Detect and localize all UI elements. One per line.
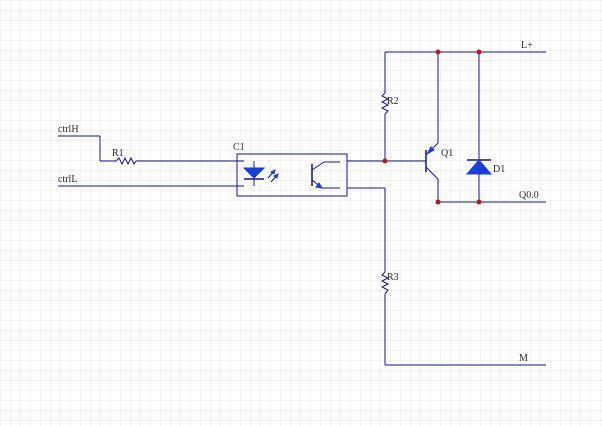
net-label-m: M xyxy=(519,353,528,364)
diode-d1 xyxy=(465,52,493,202)
optocoupler-c1 xyxy=(236,153,348,197)
junction-dot xyxy=(382,158,388,164)
emitter-wire xyxy=(347,187,386,272)
resistor-r1 xyxy=(115,156,244,166)
label-r3: R3 xyxy=(387,272,399,283)
junction-dot xyxy=(476,49,482,55)
net-label-l-plus: L+ xyxy=(521,40,533,51)
resistor-r2 xyxy=(380,52,390,161)
resistor-r3 xyxy=(380,271,390,365)
label-r2: R2 xyxy=(387,96,399,107)
ctrlH-wire xyxy=(58,135,116,162)
label-c1: C1 xyxy=(233,142,245,153)
net-label-ctrlH: ctrlH xyxy=(58,124,79,135)
junction-dot xyxy=(435,199,441,205)
label-d1: D1 xyxy=(493,164,505,175)
label-r1: R1 xyxy=(112,148,124,159)
net-label-ctrlL: ctrlL xyxy=(58,174,77,185)
junction-dot xyxy=(435,49,441,55)
transistor-q1 xyxy=(425,52,439,202)
net-label-q00: Q0.0 xyxy=(519,190,539,201)
junction-dot xyxy=(476,199,482,205)
label-q1: Q1 xyxy=(441,148,453,159)
